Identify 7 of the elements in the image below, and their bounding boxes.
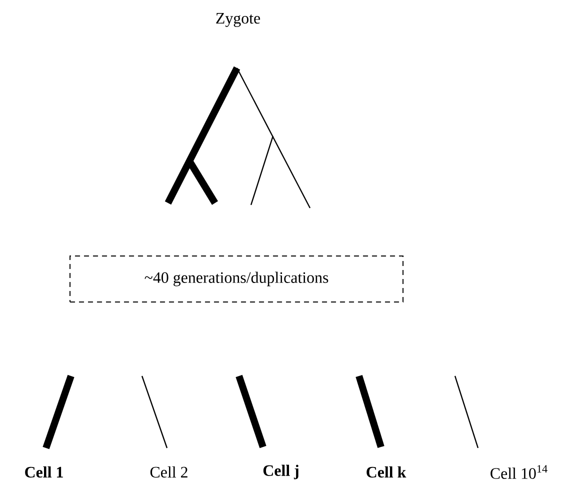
cell-label: Cell 10$^{14}$ xyxy=(490,465,548,479)
cell-label: Zygote xyxy=(216,13,260,27)
dashed-box: ~40 generations/duplications xyxy=(70,256,404,302)
cell-label: Cell k xyxy=(366,466,406,478)
cell-label: Cell 1 xyxy=(25,466,63,478)
cell-label: Cell j xyxy=(263,464,298,480)
cell-label: Cell 2 xyxy=(150,466,188,478)
